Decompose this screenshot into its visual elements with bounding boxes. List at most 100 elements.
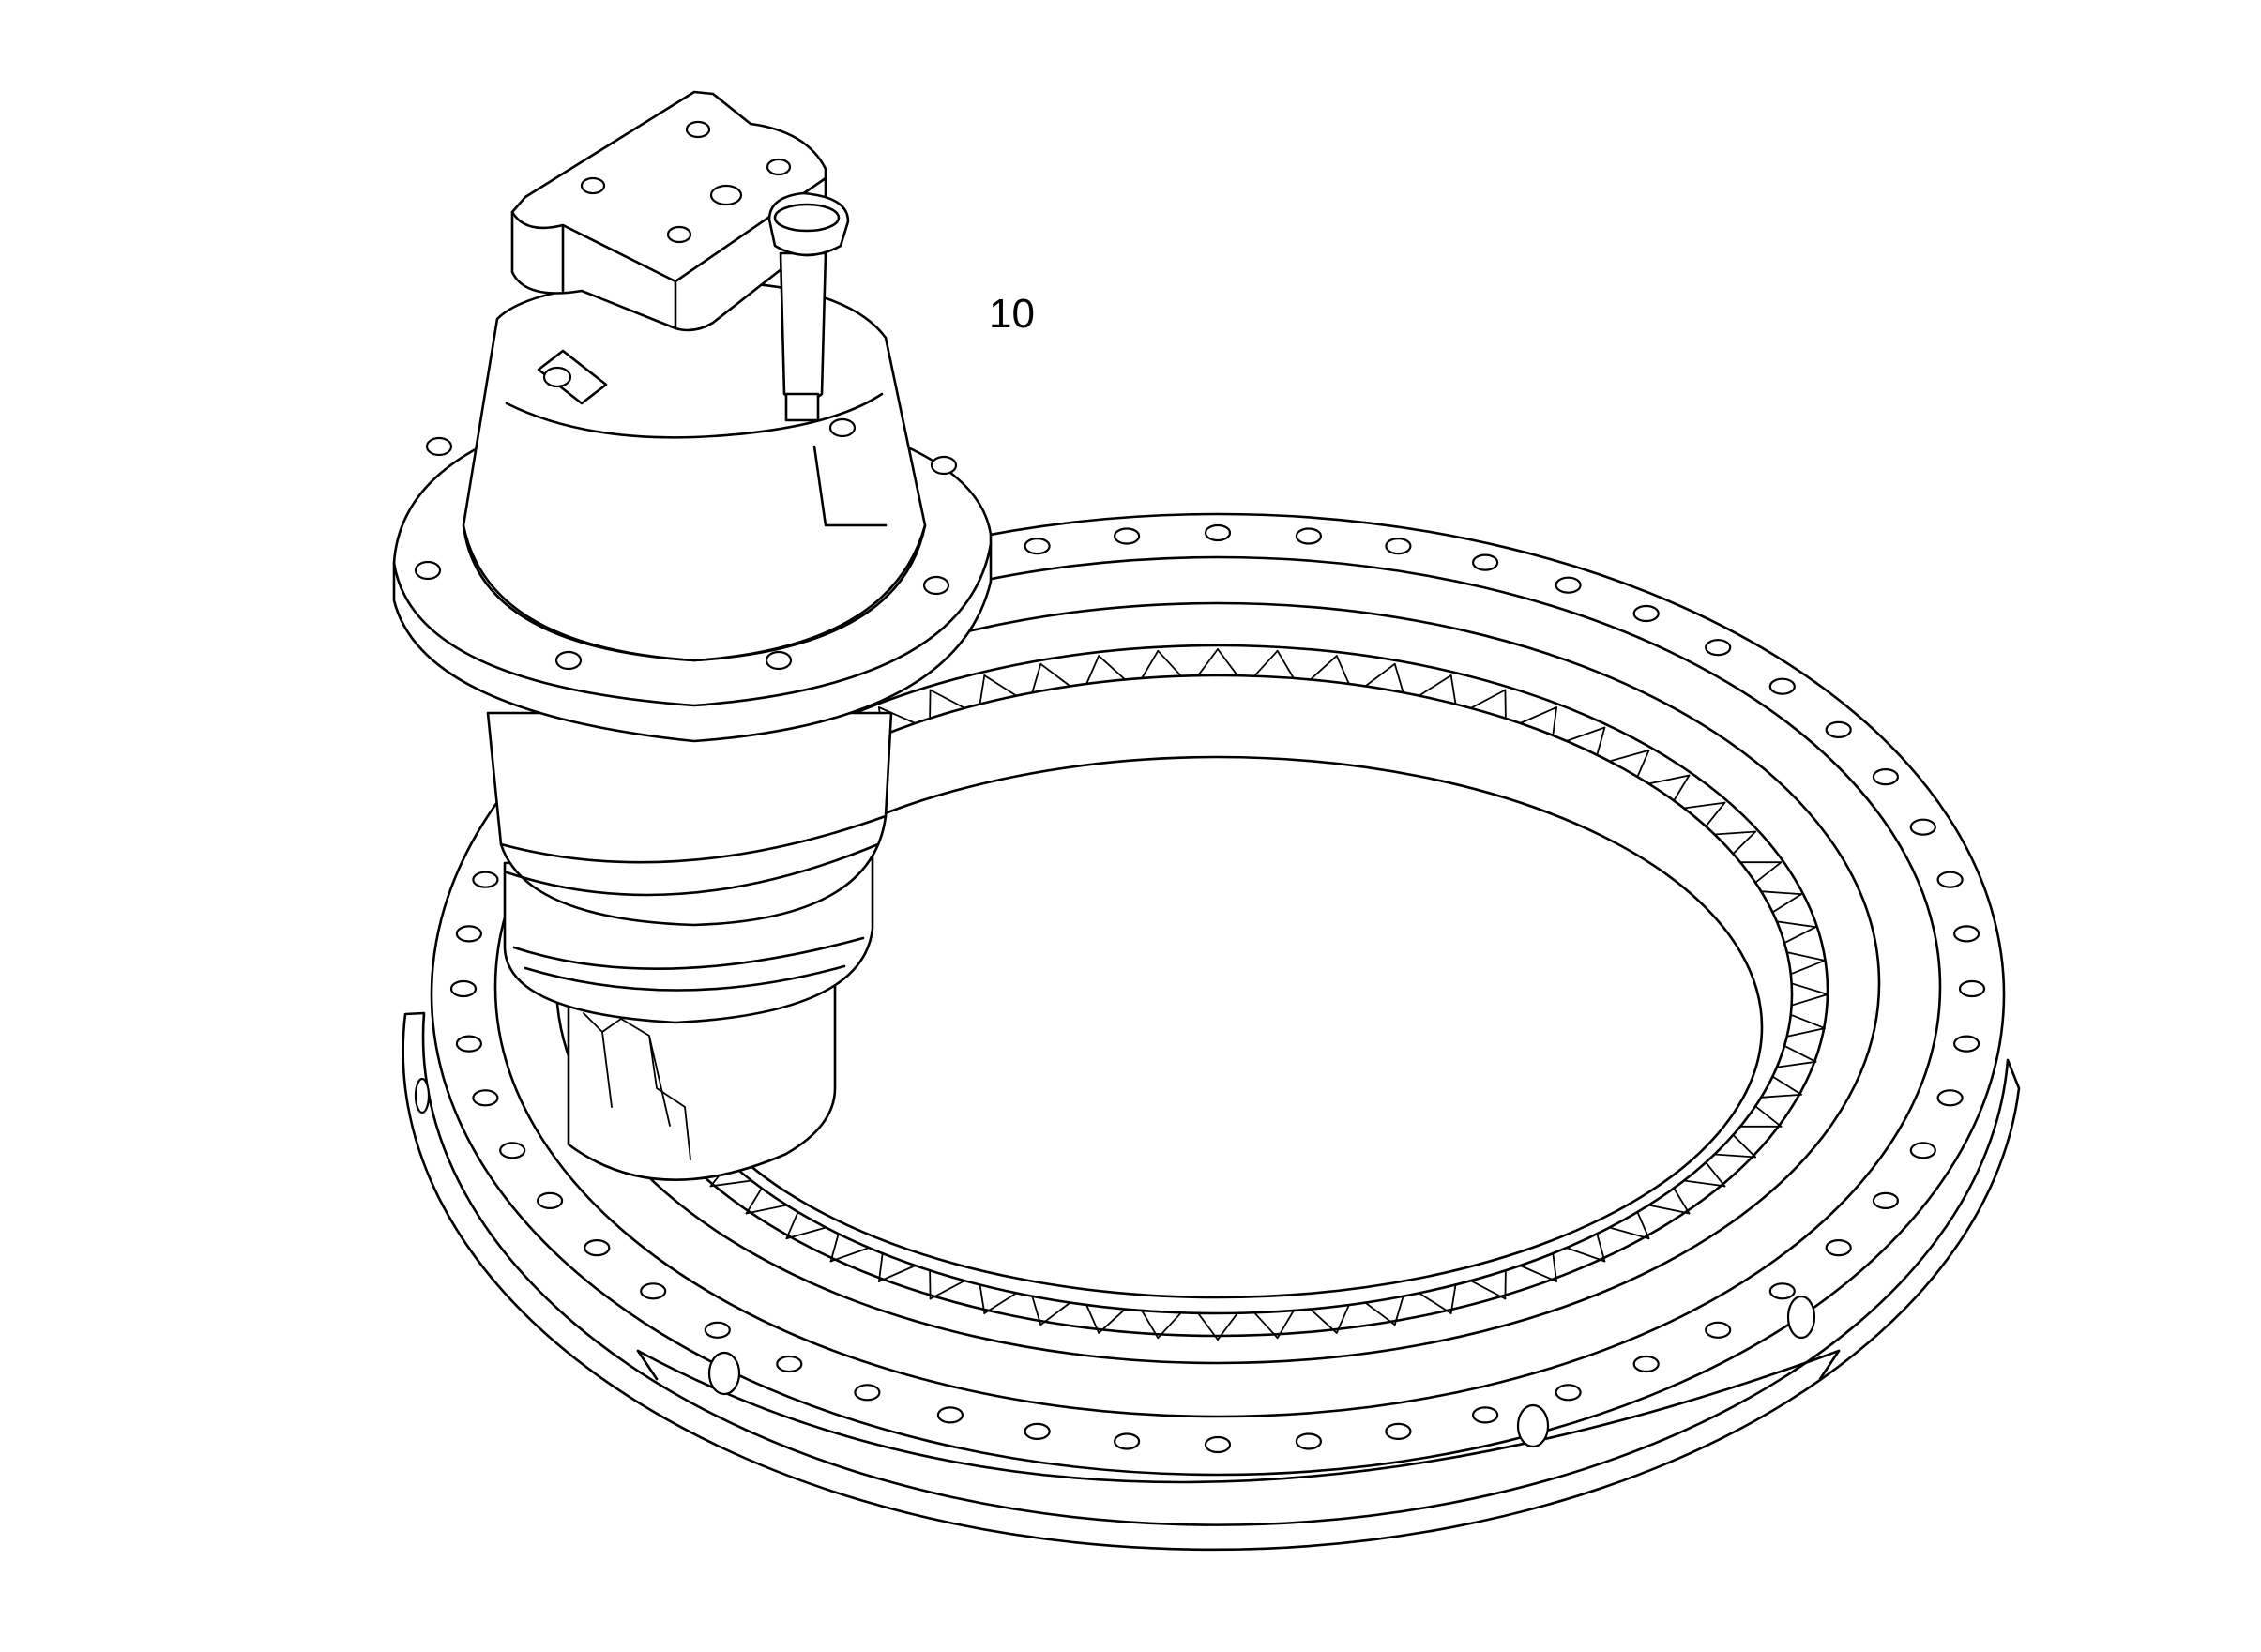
gear-tooth <box>1335 655 1396 688</box>
gear-tooth <box>878 689 932 724</box>
bolt-hole <box>584 1238 611 1257</box>
gear-tooth <box>1393 1292 1452 1326</box>
gear-tooth <box>1754 861 1802 896</box>
dipstick-nut <box>784 392 820 422</box>
bolt-hole <box>854 1384 881 1402</box>
bolt-hole <box>1632 1355 1660 1373</box>
bolt-hole <box>1705 639 1732 657</box>
bolt-hole <box>1872 767 1900 786</box>
bolt-hole <box>536 1191 564 1210</box>
gear-tooth <box>1552 1247 1606 1282</box>
dipstick-cap-top <box>773 203 841 233</box>
gear-tooth <box>1732 830 1783 864</box>
gear-tooth <box>1636 749 1691 785</box>
gearbox-middle-cylinder <box>486 711 893 927</box>
bolt-hole <box>499 1142 526 1159</box>
gear-tooth <box>1596 726 1650 763</box>
gear-tooth <box>709 1179 763 1215</box>
bolt-hole <box>1024 537 1051 555</box>
side-fitting-bolt <box>542 366 572 388</box>
gear-tooth <box>1673 1179 1726 1215</box>
gear-tooth <box>1449 674 1507 709</box>
bolt-hole <box>1204 1435 1232 1454</box>
valve-block <box>510 90 827 332</box>
ring-bolt-band <box>493 555 1942 1418</box>
bolt-hole <box>1768 677 1796 695</box>
gear-tooth <box>1504 689 1557 724</box>
bolt-hole <box>472 871 499 888</box>
bolt-hole <box>455 925 482 943</box>
motor-body <box>462 280 927 662</box>
gear-tooth <box>1789 960 1829 995</box>
bolt-hole <box>1555 576 1582 594</box>
gear-tooth <box>878 1265 932 1300</box>
bolt-hole <box>704 1321 731 1339</box>
gear-tooth <box>1673 774 1726 810</box>
callout-label-10: 10 <box>989 291 1035 337</box>
bolt-hole <box>1555 1384 1582 1402</box>
gear-tooth <box>1276 649 1338 681</box>
bolt-hole <box>1936 1089 1964 1107</box>
gear-tooth <box>745 1204 799 1240</box>
gear-tooth <box>1276 1308 1338 1340</box>
gearbox-middle-band <box>499 814 888 897</box>
ring-skirt-edge <box>636 1349 1841 1381</box>
bolt-hole <box>1953 1035 1980 1053</box>
gear-tooth <box>1705 1153 1757 1188</box>
gear-tooth <box>1596 1226 1650 1263</box>
gear-tooth <box>1157 1311 1219 1341</box>
gear-tooth <box>1789 993 1829 1029</box>
pinion-teeth <box>583 1012 691 1160</box>
bolt-hole <box>1768 1282 1796 1300</box>
slew-drive-motor <box>392 90 993 1181</box>
side-hole <box>707 1351 741 1396</box>
bolt-hole <box>936 1406 964 1424</box>
gear-tooth <box>1754 1093 1802 1128</box>
gear-tooth <box>983 1292 1042 1326</box>
gear-tooth <box>1217 648 1279 677</box>
gear-tooth <box>829 1247 884 1282</box>
gearbox-flange-top <box>392 542 993 707</box>
gear-tooth <box>929 674 986 709</box>
bolt-hole <box>1953 925 1980 943</box>
bolt-hole <box>1204 523 1232 542</box>
bolt-hole <box>776 1355 803 1373</box>
bolt-hole <box>1825 720 1852 739</box>
bolt-hole <box>455 1035 482 1053</box>
gear-tooth <box>929 1280 986 1314</box>
gear-tooth <box>1098 649 1160 681</box>
bolt-hole <box>1825 1238 1852 1257</box>
gear-tooth <box>1039 655 1100 688</box>
bolt-hole <box>1872 1191 1900 1210</box>
gear-tooth <box>1157 648 1219 677</box>
bolt-hole <box>640 1282 667 1300</box>
gear-tooth <box>1552 706 1606 742</box>
side-fitting <box>537 349 608 405</box>
bolt-hole <box>1113 527 1141 545</box>
gear-tooth <box>1771 893 1817 929</box>
gear-tooth <box>1783 926 1826 962</box>
gear-tooth <box>1771 1060 1817 1096</box>
bolt-hole <box>1471 553 1499 571</box>
bolt-hole <box>1958 979 1986 998</box>
flange-bolts <box>414 417 958 671</box>
ring-skirt <box>636 1349 1841 1484</box>
bolt-hole <box>1909 818 1936 836</box>
ring-outer-band <box>402 1011 2021 1552</box>
bolt-hole <box>1113 1432 1141 1450</box>
gear-tooth <box>1783 1027 1826 1063</box>
gear-tooth <box>1393 662 1452 697</box>
dipstick <box>779 251 827 403</box>
bolt-hole <box>1024 1422 1051 1441</box>
gear-tooth <box>1732 1125 1783 1159</box>
gear-tooth <box>785 1226 840 1263</box>
bolt-hole <box>1295 1432 1323 1450</box>
gear-tooth <box>1504 1265 1557 1300</box>
side-hole <box>1516 1403 1550 1448</box>
gear-tooth <box>1449 1280 1507 1314</box>
bolt-hole <box>1385 1422 1412 1441</box>
bolt-hole <box>449 979 478 998</box>
bolt-hole <box>1385 537 1412 555</box>
mounting-holes <box>449 523 1986 1454</box>
